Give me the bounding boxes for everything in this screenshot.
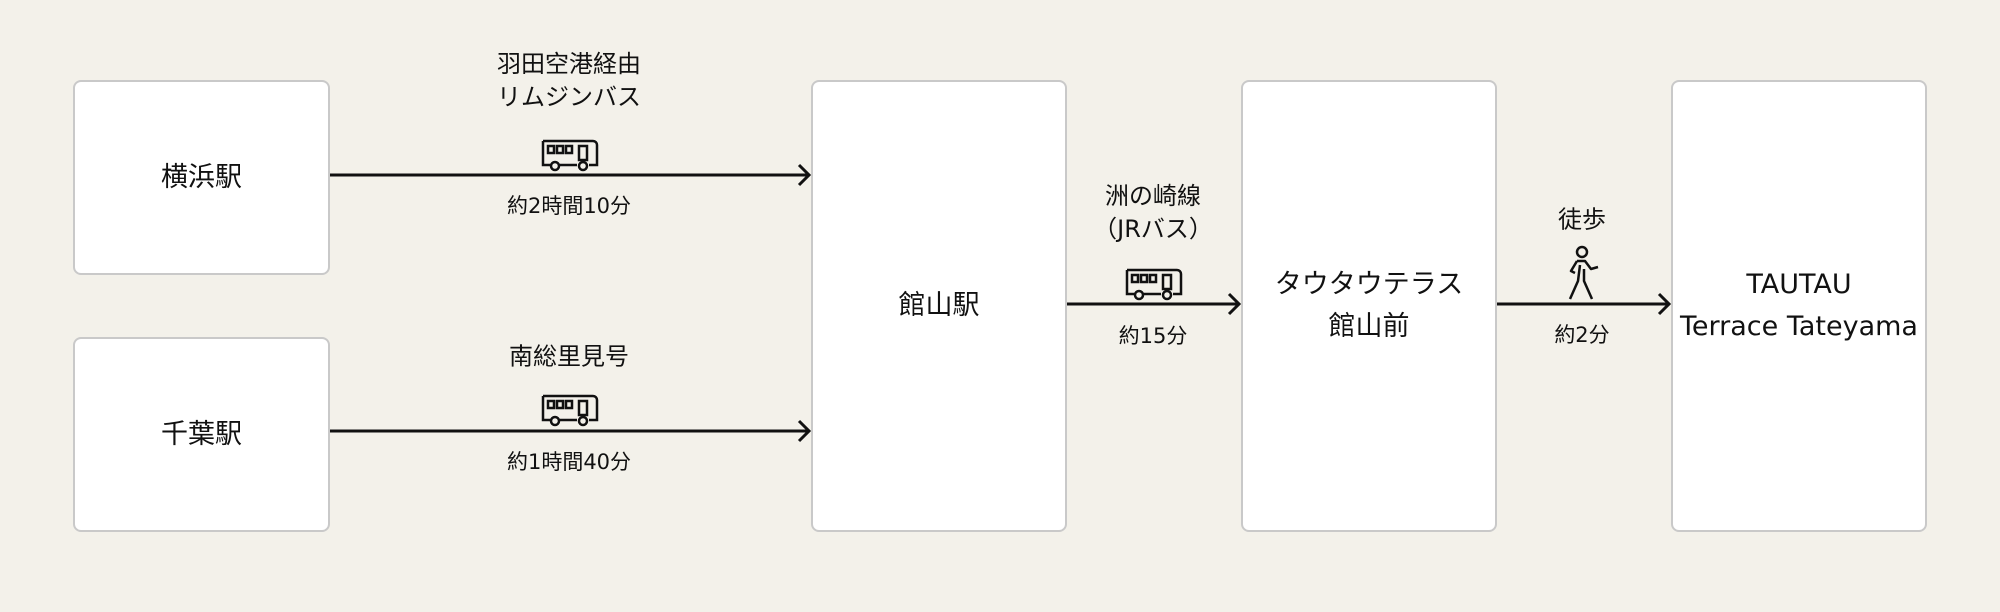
stop-tautau-terrace-tateyama-mae: タウタウテラス 館山前 <box>1241 80 1497 532</box>
route-name-line1: 南総里見号 <box>509 342 629 371</box>
walking-person-icon <box>1560 245 1604 307</box>
destination-tautau-terrace: TAUTAU Terrace Tateyama <box>1671 80 1927 532</box>
duration-walk: 約2分 <box>1554 323 1610 347</box>
route-name-chiba: 南総里見号 <box>509 341 629 374</box>
station-tateyama: 館山駅 <box>811 80 1067 532</box>
station-yokohama: 横浜駅 <box>73 80 330 275</box>
stop-label-line2: 館山前 <box>1328 311 1410 342</box>
bus-icon <box>539 392 599 432</box>
destination-label-line1: TAUTAU <box>1746 269 1852 300</box>
bus-icon <box>1123 266 1183 306</box>
route-name-line1: 羽田空港経由 <box>497 50 641 78</box>
station-label: 千葉駅 <box>161 418 242 450</box>
route-name-yokohama: 羽田空港経由 リムジンバス <box>497 48 641 114</box>
route-name-walk: 徒歩 <box>1558 204 1606 237</box>
duration-tateyama: 約15分 <box>1118 324 1188 348</box>
route-name-line2: （JRバス） <box>1093 215 1213 243</box>
station-chiba: 千葉駅 <box>73 337 330 532</box>
stop-label-line1: タウタウテラス <box>1274 269 1464 300</box>
station-label: 館山駅 <box>898 290 980 321</box>
route-name-tateyama: 洲の崎線 （JRバス） <box>1093 180 1213 246</box>
route-name-line1: 洲の崎線 <box>1104 182 1201 210</box>
station-label: 横浜駅 <box>161 161 242 193</box>
destination-label-line2: Terrace Tateyama <box>1680 311 1918 342</box>
route-name-line1: 徒歩 <box>1558 205 1606 234</box>
duration-yokohama: 約2時間10分 <box>506 194 632 218</box>
route-name-line2: リムジンバス <box>497 83 641 111</box>
bus-icon <box>539 137 599 177</box>
duration-chiba: 約1時間40分 <box>506 450 632 474</box>
